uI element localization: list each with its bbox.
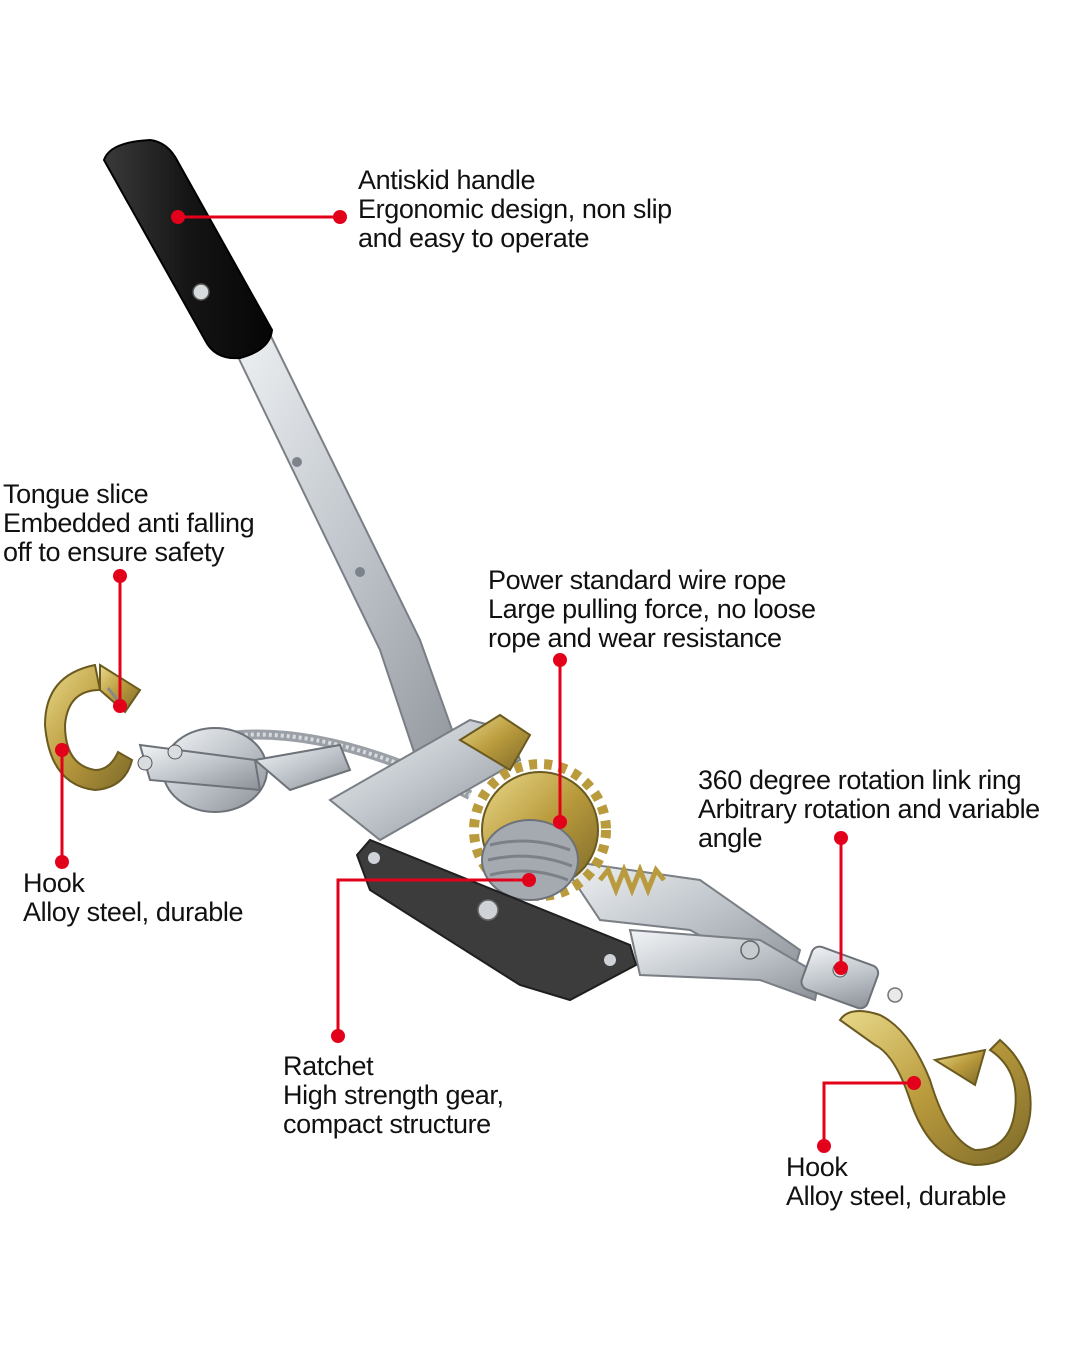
ratchet-gear xyxy=(458,713,611,901)
callout-dot xyxy=(55,743,69,757)
callout-desc: Large pulling force, no loose xyxy=(488,594,816,624)
callout-desc: off to ensure safety xyxy=(3,537,225,567)
callout-desc: Embedded anti falling xyxy=(3,508,255,538)
callout-dot xyxy=(907,1076,921,1090)
callout-dot xyxy=(171,210,185,224)
lever-arm xyxy=(223,316,472,802)
callout-desc: rope and wear resistance xyxy=(488,623,782,653)
callout-dot xyxy=(113,569,127,583)
callout-wire-rope: Power standard wire rope Large pulling f… xyxy=(488,566,816,653)
callout-tongue-slice: Tongue slice Embedded anti falling off t… xyxy=(3,479,255,567)
callout-title: Ratchet xyxy=(283,1051,374,1081)
callout-title: Power standard wire rope xyxy=(488,565,787,595)
callout-title: Tongue slice xyxy=(3,479,149,509)
callout-dot xyxy=(113,699,127,713)
callout-link-ring: 360 degree rotation link ring Arbitrary … xyxy=(698,766,1040,853)
callout-desc: Alloy steel, durable xyxy=(23,897,244,927)
callout-dot xyxy=(333,210,347,224)
pulley-block xyxy=(137,727,352,813)
callout-desc: and easy to operate xyxy=(358,223,590,253)
handle-grip xyxy=(102,138,274,360)
callout-dot xyxy=(331,1029,345,1043)
callout-dot xyxy=(834,831,848,845)
callout-desc: compact structure xyxy=(283,1109,491,1139)
callout-title: Hook xyxy=(23,868,85,898)
callout-handle: Antiskid handle Ergonomic design, non sl… xyxy=(358,166,672,253)
right-hook xyxy=(838,1010,1032,1167)
callout-desc: Arbitrary rotation and variable xyxy=(698,794,1040,824)
callout-dots xyxy=(55,210,921,1153)
callout-dot xyxy=(522,873,536,887)
callout-title: 360 degree rotation link ring xyxy=(698,765,1022,795)
callout-line-hook-right xyxy=(822,1081,914,1146)
callout-line-ratchet xyxy=(336,878,529,1036)
callout-dot xyxy=(553,653,567,667)
frame xyxy=(328,718,822,1002)
callout-dot xyxy=(553,815,567,829)
callout-hook-left: Hook Alloy steel, durable xyxy=(23,868,244,927)
left-hook xyxy=(43,663,142,792)
callout-desc: Alloy steel, durable xyxy=(786,1181,1007,1211)
callout-ratchet: Ratchet High strength gear, compact stru… xyxy=(283,1052,504,1139)
callout-lines xyxy=(60,215,914,1146)
callout-title: Hook xyxy=(786,1152,848,1182)
callout-desc: Ergonomic design, non slip xyxy=(358,194,672,224)
callout-desc: High strength gear, xyxy=(283,1080,504,1110)
callout-dot xyxy=(817,1139,831,1153)
spring xyxy=(598,863,666,897)
callout-title: Antiskid handle xyxy=(358,165,536,195)
callout-dot xyxy=(834,961,848,975)
callout-dot xyxy=(55,855,69,869)
callout-desc: angle xyxy=(698,823,763,853)
callout-hook-right: Hook Alloy steel, durable xyxy=(786,1152,1007,1211)
